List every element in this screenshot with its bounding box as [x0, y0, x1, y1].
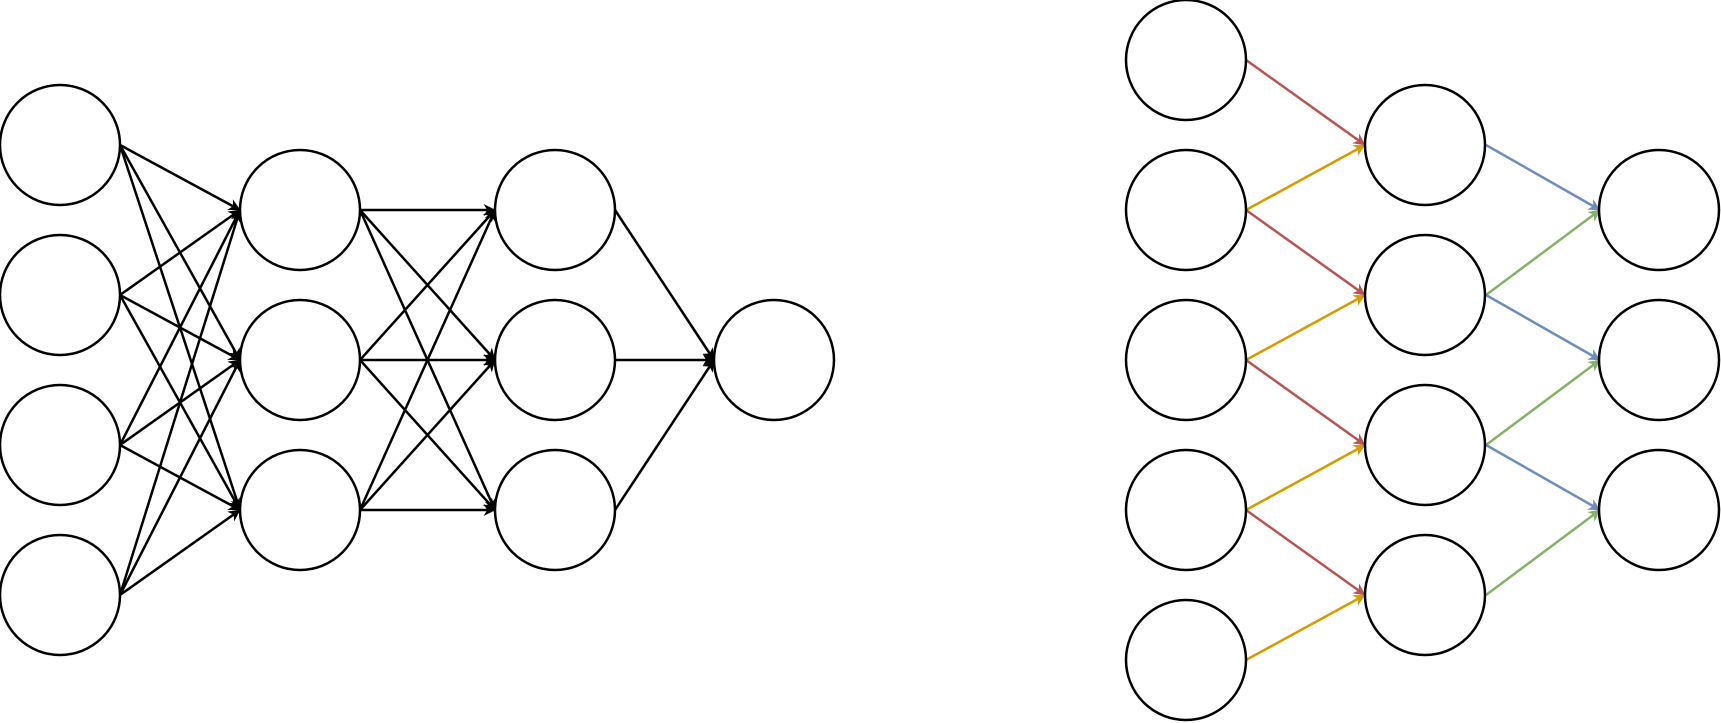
edge-red: [1245, 208, 1366, 297]
edge: [358, 209, 497, 511]
fully-connected-nodes: [0, 83, 836, 657]
hidden-node: [493, 148, 617, 272]
edge-red: [1245, 508, 1366, 597]
edge: [613, 359, 716, 511]
locally-connected-nodes: [1124, 0, 1721, 722]
input-node: [0, 83, 122, 207]
output-node: [712, 298, 836, 422]
edge-orange: [1245, 293, 1366, 362]
edge: [613, 209, 716, 361]
input-node: [1124, 298, 1248, 422]
hidden-node: [238, 448, 362, 572]
input-node: [0, 233, 122, 357]
edge-orange: [1245, 143, 1366, 212]
hidden-node: [238, 298, 362, 422]
edge: [119, 143, 241, 212]
edge-orange: [1245, 443, 1366, 512]
edge: [359, 209, 496, 361]
fully-connected-network: [0, 83, 836, 657]
edge-red: [1245, 58, 1366, 147]
edge-green: [1485, 208, 1601, 297]
edge-green: [1485, 508, 1601, 597]
hidden-node: [1363, 83, 1487, 207]
edge: [118, 209, 243, 596]
edge: [119, 508, 241, 597]
hidden-node: [238, 148, 362, 272]
input-node: [0, 533, 122, 657]
locally-connected-edges: [1245, 58, 1601, 662]
fully-connected-edges: [118, 143, 716, 597]
output-node: [1597, 448, 1721, 572]
output-node: [1597, 298, 1721, 422]
edge-blue: [1485, 293, 1601, 362]
edge-red: [1245, 358, 1366, 447]
edge-blue: [1485, 443, 1601, 512]
edge: [359, 359, 496, 511]
edge: [118, 359, 242, 596]
input-node: [1124, 0, 1248, 122]
hidden-node: [493, 298, 617, 422]
input-node: [1124, 448, 1248, 572]
edge-orange: [1245, 593, 1366, 662]
hidden-node: [493, 448, 617, 572]
locally-connected-network: [1124, 0, 1721, 722]
edge: [118, 209, 242, 446]
output-node: [1597, 148, 1721, 272]
hidden-node: [1363, 383, 1487, 507]
hidden-node: [1363, 233, 1487, 357]
input-node: [1124, 598, 1248, 722]
edge-blue: [1485, 143, 1601, 212]
hidden-node: [1363, 533, 1487, 657]
edge: [119, 208, 241, 297]
edge-green: [1485, 358, 1601, 447]
input-node: [0, 383, 122, 507]
input-node: [1124, 148, 1248, 272]
